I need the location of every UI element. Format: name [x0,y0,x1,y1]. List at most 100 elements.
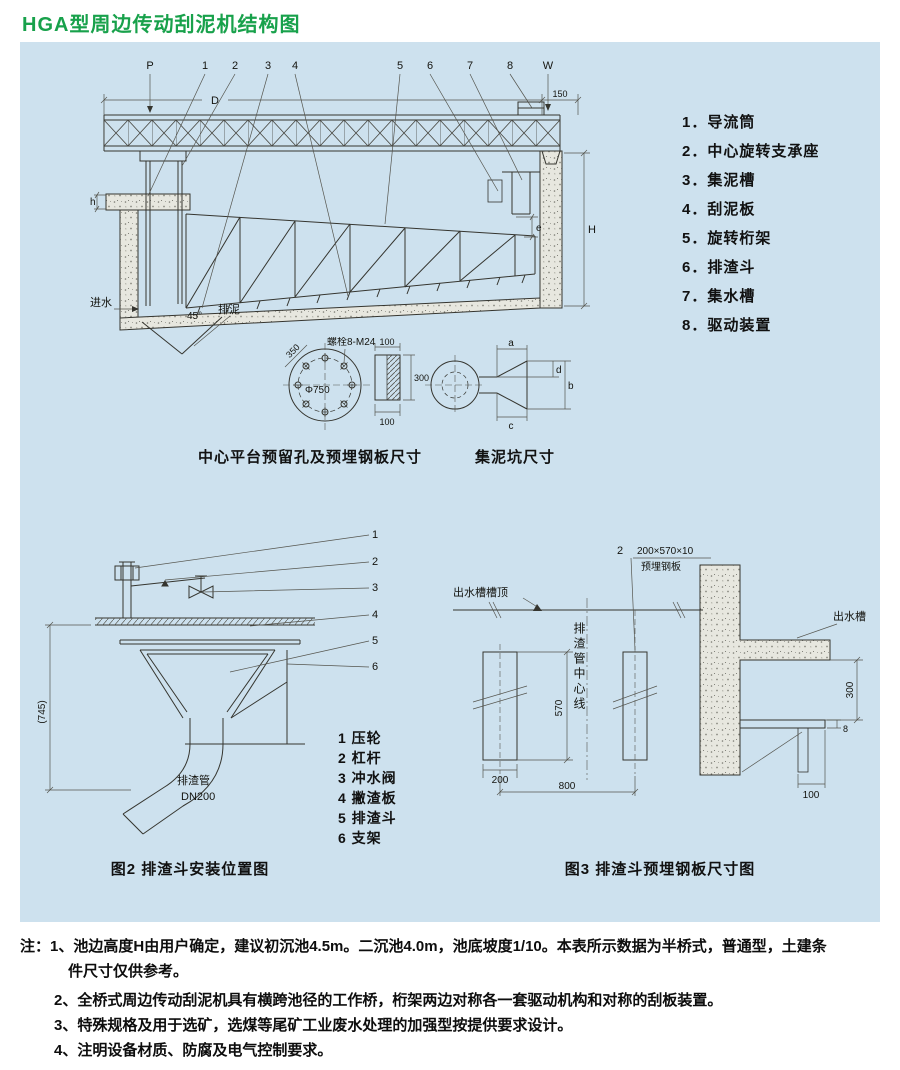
concrete-structures [105,150,563,331]
embedded-plate-section [739,719,826,729]
legend-item-1: 1．导流筒 [682,114,756,131]
center-feedwell [139,150,187,306]
note-line-2: 2、全桥式周边传动刮泥机具有横跨池径的工作桥，桁架两边对称各一套驱动机构和对称的… [54,992,723,1009]
trough-top-label: 出水槽槽顶 [453,585,508,599]
mud-discharge-label: 排泥 [218,302,240,316]
fig2-legend-item-2: 2 杠杆 [338,750,382,766]
load-label-w: W [543,60,554,72]
plate-name-label: 预埋钢板 [641,560,681,573]
fig3-thin [472,557,863,796]
pipe-dn-label: DN200 [181,791,215,803]
pipe-centerline-label: 排渣管中心线 [572,622,586,712]
plate-dim-right: 300 [414,373,429,383]
fig2-dim-745: (745) [37,700,48,723]
dimension-and-leader-lines [94,73,590,347]
fig3-dim-800: 800 [559,781,576,792]
page-title: HGA型周边传动刮泥机结构图 [22,14,301,36]
note-line-4: 4、注明设备材质、防腐及电气控制要求。 [54,1042,333,1059]
caption-fig3: 图3 排渣斗预埋钢板尺寸图 [564,861,756,878]
detail-dim-lines [284,343,571,421]
caption-platform-detail: 中心平台预留孔及预埋钢板尺寸 [197,449,422,466]
fig3-dim-8: 8 [843,724,848,734]
arrow-heads [132,104,551,312]
legend-item-5: 5．旋转桁架 [682,230,772,247]
fig3-centerlines [499,598,636,780]
trough-and-hopper [141,171,540,355]
note-1-text: 1、池边高度H由用户确定，建议初沉池4.5m。二沉池4.0m，池底坡度1/10。… [50,938,827,955]
notes-prefix: 注： [20,938,51,955]
callout-7: 7 [467,60,473,72]
fig3-dim-300: 300 [845,681,856,698]
fig3-embedded-plate-drawing: 2 200×570×10 预埋钢板 出水槽槽顶 排渣管中心线 570 200 8… [453,545,866,801]
fig2-legend-item-5: 5 排渣斗 [338,810,397,826]
dim-150: 150 [552,89,567,99]
callout-4: 4 [292,60,298,72]
inlet-label: 进水 [90,296,112,309]
fig2-callout-1: 1 [372,529,378,541]
plate-dim-top: 100 [379,337,394,347]
note-line-3: 3、特殊规格及用于选矿，选煤等尾矿工业废水处理的加强型按提供要求设计。 [54,1017,573,1034]
legend-item-3: 3．集泥槽 [682,172,756,189]
callout-3: 3 [265,60,271,72]
fig3-wall [699,564,831,776]
callout-5: 5 [397,60,403,72]
outlet-trough-label: 出水槽 [833,609,866,623]
main-legend: 1．导流筒 2．中心旋转支承座 3．集泥槽 4．刮泥板 5．旋转桁架 6．排渣斗… [682,108,819,340]
platform-hole-and-pit-detail: 350 螺栓8-M24 Φ750 100 300 100 a d b c [283,337,574,432]
skimmer-board [119,639,301,645]
fig3-callout-2: 2 [617,545,623,557]
flush-valve [188,585,203,599]
plate-detail [374,354,401,401]
caption-fig2: 图2 排渣斗安装位置图 [110,861,270,878]
note-line-1: 注：1、池边高度H由用户确定，建议初沉池4.5m。二沉池4.0m，池底坡度1/1… [20,934,886,959]
fig2-callout-3: 3 [372,582,378,594]
scum-hopper [139,649,276,719]
fig3-arrow-head [533,604,542,611]
fig3-dim-100: 100 [803,790,820,801]
bolt-spec-label: 螺栓8-M24 [327,337,376,348]
scraper-blades [196,274,526,316]
support-frame [185,650,305,745]
pit-shape [430,360,528,410]
fig2-callout-6: 6 [372,661,378,673]
pressure-roller [114,565,140,581]
pit-dim-b: b [568,381,574,392]
bolt-circle-dim: 350 [284,342,302,360]
drawing-panel: P W 1 2 3 4 5 6 7 8 D 150 h H e 45° 进水 排… [20,42,880,922]
caption-pit-detail: 集泥坑尺寸 [474,449,555,466]
work-bridge [103,101,561,165]
fig2-legend-item-3: 3 冲水阀 [338,770,397,786]
fig2-legend-item-1: 1 压轮 [338,730,382,746]
fig2-callout-2: 2 [372,556,378,568]
plate-spec-label: 200×570×10 [637,546,694,557]
callout-6: 6 [427,60,433,72]
notes-block: 注：1、池边高度H由用户确定，建议初沉池4.5m。二沉池4.0m，池底坡度1/1… [20,934,886,1063]
fig2-callout-4: 4 [372,609,378,621]
fig2-structure [95,561,315,835]
angle-45: 45° [187,311,202,322]
main-structure-drawing: P W 1 2 3 4 5 6 7 8 D 150 h H e 45° 进水 排… [90,60,596,355]
fig3-dim-570: 570 [554,699,565,716]
fig2-leaders-dims [45,534,370,794]
fig2-legend-item-6: 6 支架 [338,830,382,846]
callout-2: 2 [232,60,238,72]
load-label-p: P [146,60,153,72]
note-1-continuation: 件尺寸仅供参考。 [68,963,189,980]
pit-dim-c: c [509,421,514,432]
discharge-pipe [122,743,224,835]
pit-dim-a: a [508,338,514,349]
rotating-truss [185,213,536,316]
hole-diameter-label: Φ750 [305,385,330,396]
fig2-legend: 1 压轮 2 杠杆 3 冲水阀 4 撇渣板 5 排渣斗 6 支架 [338,728,397,848]
callout-8: 8 [507,60,513,72]
fig2-scum-hopper-installation: 1 2 3 4 5 6 (745) 排渣管 DN200 [37,529,378,835]
pit-dim-d: d [556,365,562,376]
pipe-label: 排渣管 [177,773,210,787]
fig3-dim-200: 200 [492,775,509,786]
fig2-legend-item-4: 4 撇渣板 [338,790,397,806]
dim-h: h [90,197,96,208]
legend-item-2: 2．中心旋转支承座 [682,143,820,160]
lever [130,577,206,587]
flange-centerlines [283,343,485,431]
